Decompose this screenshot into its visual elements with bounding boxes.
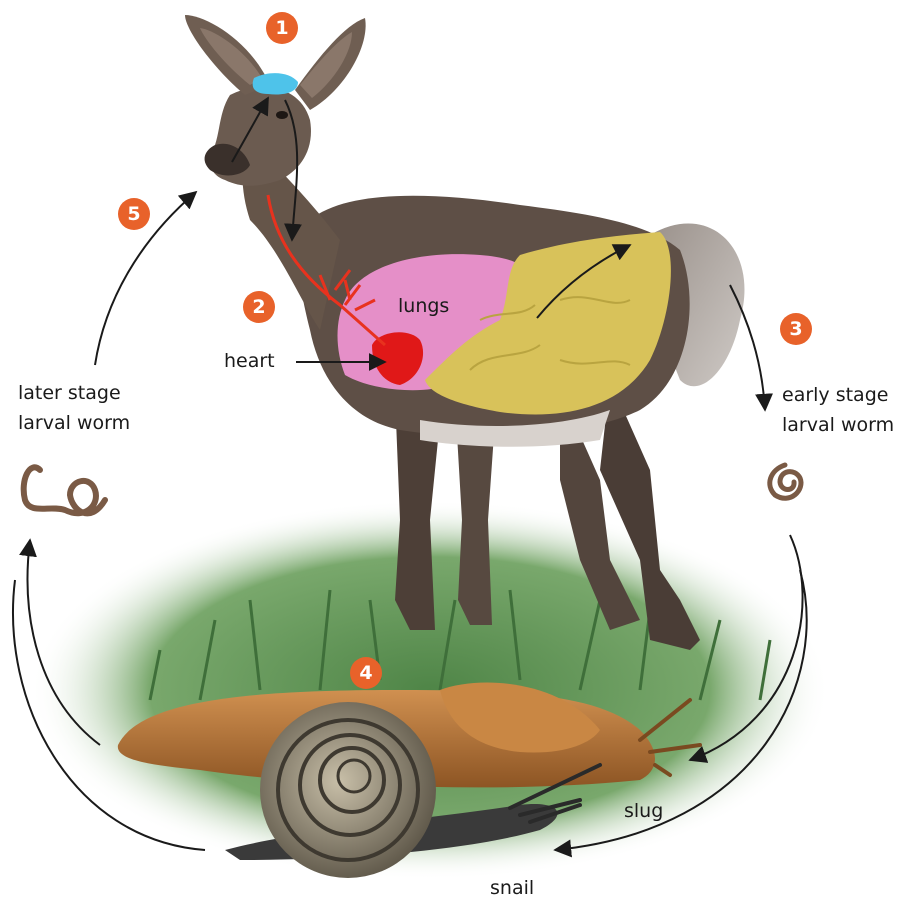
early-stage-label-line1: early stage	[782, 380, 888, 410]
step-badge-4: 4	[350, 657, 382, 689]
slug-label: slug	[624, 796, 663, 826]
step-badge-2: 2	[243, 291, 275, 323]
later-stage-label-line2: larval worm	[18, 408, 130, 438]
heart-label: heart	[224, 346, 275, 376]
lungs-label: lungs	[398, 291, 449, 321]
later-stage-larva	[24, 467, 105, 513]
early-stage-label-line2: larval worm	[782, 410, 894, 440]
later-stage-label-line1: later stage	[18, 378, 121, 408]
step-badge-5: 5	[118, 198, 150, 230]
step-badge-3: 3	[780, 313, 812, 345]
snail-label: snail	[490, 873, 534, 903]
early-stage-larva	[770, 465, 801, 498]
brain-spot	[253, 73, 298, 94]
step-badge-1: 1	[266, 12, 298, 44]
